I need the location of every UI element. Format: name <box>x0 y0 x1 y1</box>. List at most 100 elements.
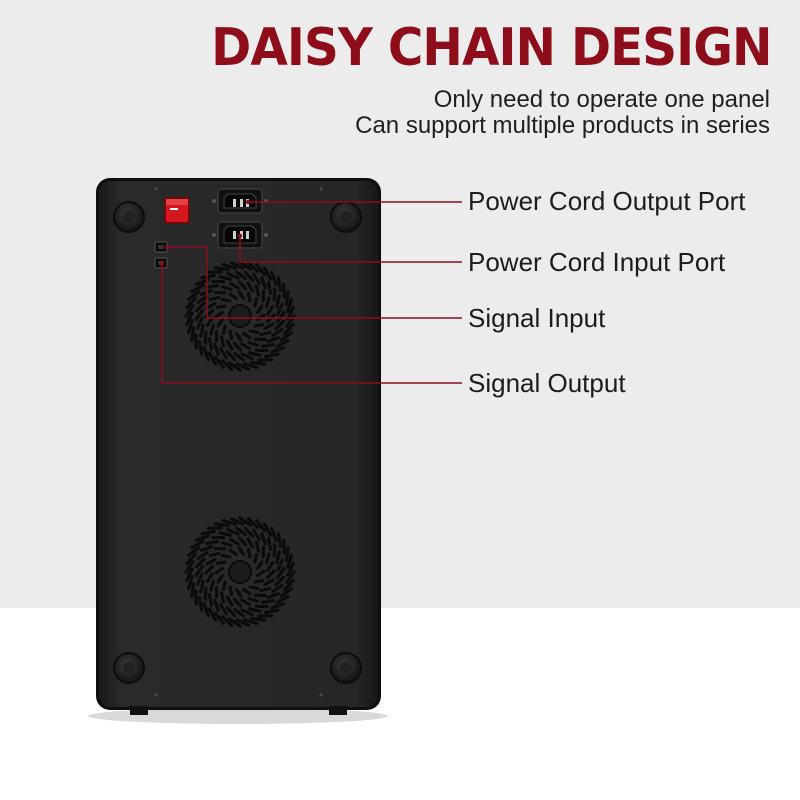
vent-slot <box>247 351 262 357</box>
vent-slot <box>220 553 232 559</box>
vent-slot <box>220 298 232 303</box>
vent-slot <box>228 585 234 597</box>
vent-slot <box>205 302 217 310</box>
vent-slot <box>256 304 264 314</box>
vent-slot <box>208 551 221 558</box>
vent-slot <box>184 303 195 318</box>
vent-slot <box>208 337 213 351</box>
vent-slot <box>253 578 265 584</box>
leader-line-signal-output <box>161 263 462 384</box>
vent-slot <box>250 360 267 366</box>
vent-slot <box>194 301 206 313</box>
rubber-foot-icon <box>330 201 362 233</box>
vent-slot <box>194 557 206 569</box>
vent-slot <box>220 285 233 292</box>
vent-slot <box>255 518 266 533</box>
subtitle-line-1: Only need to operate one panel <box>433 86 770 113</box>
vent-slot <box>187 290 201 301</box>
vent-slot <box>225 606 237 618</box>
vent-slot <box>253 552 258 564</box>
vent-slot <box>256 560 264 570</box>
vent-slot <box>266 304 275 316</box>
vent-slot <box>196 572 204 586</box>
vent-slot <box>240 608 254 617</box>
vent-slot <box>246 281 254 293</box>
vent-slot <box>237 546 245 556</box>
vent-slot <box>276 566 286 580</box>
fan-grille-icon <box>184 260 296 372</box>
vent-slot <box>228 292 238 300</box>
vent-slot <box>184 559 195 574</box>
vent-slot <box>190 539 205 550</box>
vent-slot <box>202 346 210 362</box>
vent-slot <box>235 332 243 342</box>
vent-slot <box>246 547 252 559</box>
leader-line-power-input <box>239 236 462 263</box>
vent-slot <box>275 594 290 605</box>
vent-slot <box>274 575 286 587</box>
vent-slot <box>190 283 205 294</box>
vent-slot <box>185 567 194 583</box>
vent-slot <box>242 587 252 596</box>
device-shadow <box>88 708 388 724</box>
vent-slot <box>266 560 275 572</box>
vent-slot <box>215 560 227 566</box>
vent-slot <box>256 569 266 578</box>
vent-slot <box>246 517 260 530</box>
vent-slot <box>263 322 275 330</box>
vent-slot <box>205 284 219 289</box>
vent-slot <box>270 602 286 610</box>
callout-power-output-port: Power Cord Output Port <box>468 186 746 216</box>
vent-slot <box>233 607 245 618</box>
vent-slot <box>264 552 271 565</box>
vent-slot <box>194 564 204 578</box>
vent-slot <box>200 273 216 280</box>
power-output-port[interactable] <box>212 188 268 214</box>
vent-slot <box>242 618 259 626</box>
vent-slot <box>270 346 286 354</box>
vent-slot <box>200 544 214 553</box>
vent-slot <box>275 550 281 565</box>
vent-slot <box>196 316 204 330</box>
callout-power-input-port: Power Cord Input Port <box>468 247 726 277</box>
vent-slot <box>213 598 220 612</box>
vent-slot <box>264 296 271 309</box>
vent-slot <box>260 532 267 546</box>
vent-slot <box>270 270 278 286</box>
vent-slot <box>214 311 224 319</box>
vent-slot <box>237 536 248 547</box>
vent-slot <box>283 322 295 336</box>
vent-slot <box>226 527 240 536</box>
vent-slot <box>240 342 252 351</box>
vent-slot <box>214 611 225 626</box>
vent-slot <box>265 569 276 580</box>
vent-slot <box>227 361 242 372</box>
vent-slot <box>279 587 293 599</box>
vent-slot <box>235 362 250 371</box>
vent-slot <box>200 529 216 536</box>
vent-slot <box>254 284 261 297</box>
vent-slot <box>233 352 245 362</box>
vent-slot <box>213 522 230 528</box>
vent-slot <box>253 322 265 328</box>
vent-slot <box>187 545 201 557</box>
subtitle-line-2: Can support multiple products in series <box>355 112 770 139</box>
vent-slot <box>242 362 259 369</box>
power-switch[interactable] <box>164 197 190 224</box>
vent-slot <box>205 572 214 584</box>
vent-slot <box>261 598 275 605</box>
vent-slot <box>213 342 220 356</box>
fan-hub <box>228 304 252 328</box>
vent-slot <box>214 355 225 369</box>
vent-slot <box>215 304 227 310</box>
vent-slot <box>238 516 253 527</box>
vent-slot <box>218 531 233 537</box>
leader-dot <box>245 199 251 205</box>
vent-slot <box>190 326 196 343</box>
fan-hub <box>228 560 252 584</box>
vent-slot <box>185 296 197 310</box>
vent-slot <box>216 318 224 328</box>
leader-dot <box>165 245 169 249</box>
vent-slot <box>264 352 280 359</box>
